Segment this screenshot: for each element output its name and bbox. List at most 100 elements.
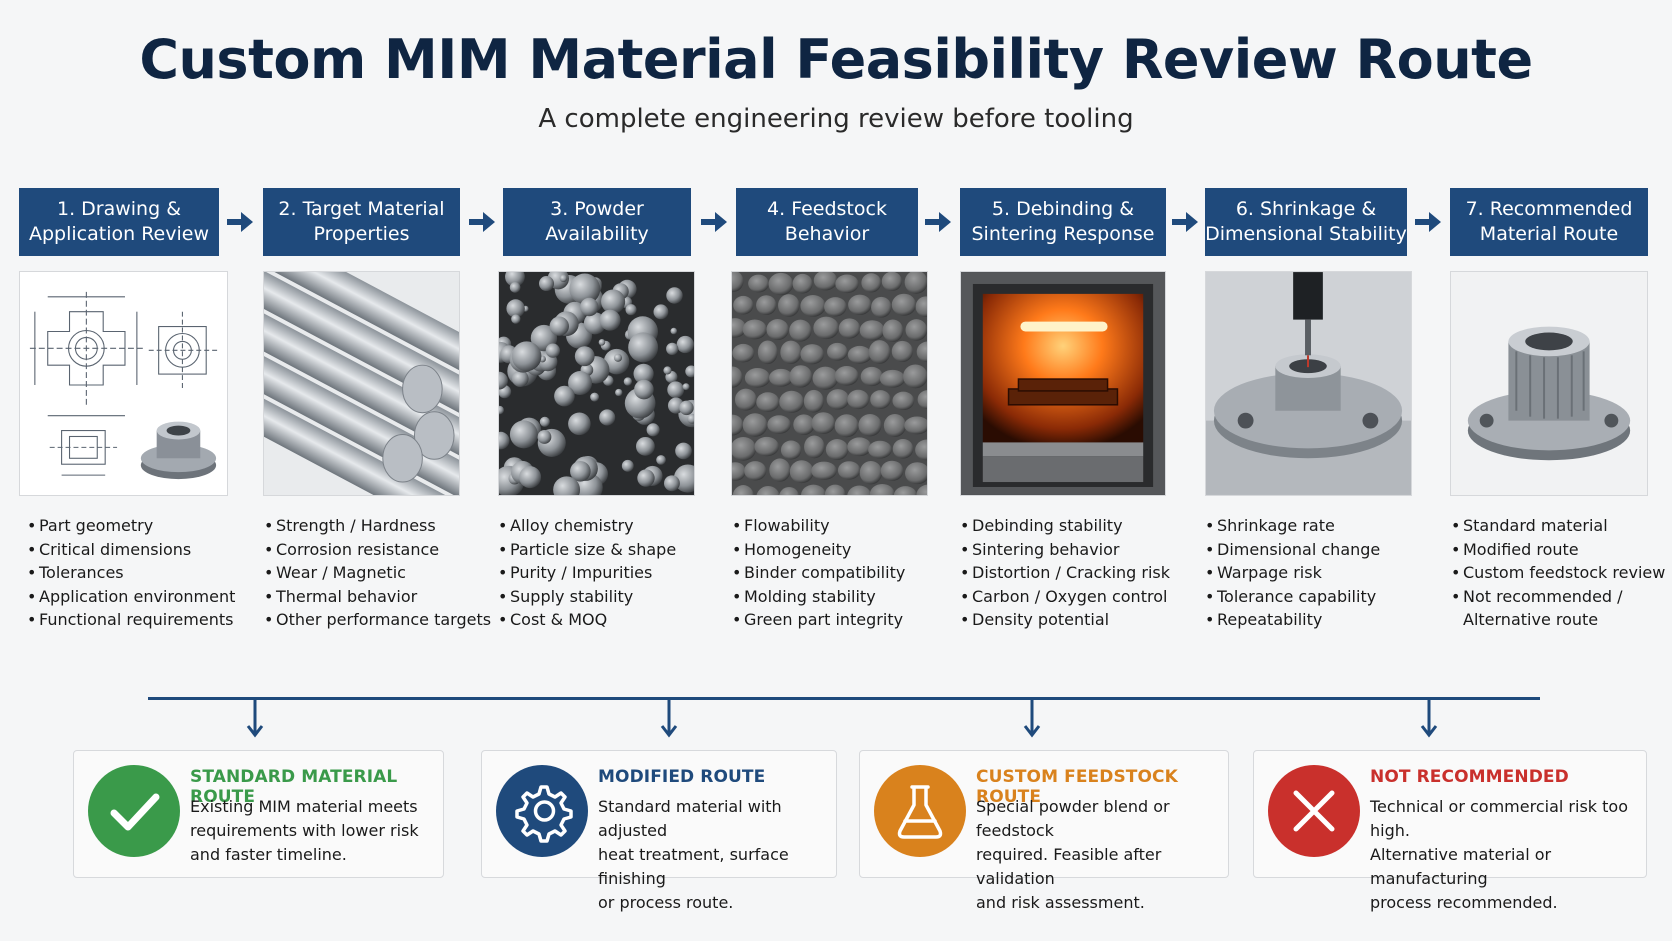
feedstock-pellet <box>732 272 744 293</box>
list-item: Corrosion resistance <box>264 538 491 562</box>
powder-particle <box>667 381 685 399</box>
list-item: Strength / Hardness <box>264 514 491 538</box>
powder-particle <box>653 304 669 320</box>
step-2-bullets: Strength / Hardness Corrosion resistance… <box>264 514 491 632</box>
feedstock-pellet <box>859 461 883 485</box>
powder-particle <box>511 314 521 324</box>
feedstock-pellet <box>837 461 861 480</box>
powder-particle <box>511 341 542 372</box>
feedstock-pellet <box>858 413 882 437</box>
feedstock-pellet <box>883 413 907 437</box>
feedstock-pellet <box>732 366 743 388</box>
powder-particle <box>519 466 542 489</box>
powder-particle <box>499 431 510 450</box>
finished-part-image <box>1450 271 1648 496</box>
arrow-down-icon <box>1023 699 1041 738</box>
step-5-bullets: Debinding stability Sintering behavior D… <box>960 514 1170 632</box>
feedstock-pellets-image <box>731 271 928 496</box>
list-item: Critical dimensions <box>27 538 235 562</box>
feedstock-pellet <box>892 391 915 411</box>
feedstock-pellet <box>905 319 927 341</box>
powder-particle <box>603 348 630 375</box>
route-description: Technical or commercial risk too high. A… <box>1370 797 1628 912</box>
list-item: Molding stability <box>732 585 905 609</box>
feedstock-pellet <box>903 364 927 389</box>
feedstock-pellet <box>756 392 780 412</box>
list-item: Debinding stability <box>960 514 1170 538</box>
feedstock-pellet <box>767 415 791 434</box>
step-6-header: 6. Shrinkage & Dimensional Stability <box>1205 188 1407 256</box>
step-6-bullets: Shrinkage rate Dimensional change Warpag… <box>1205 514 1380 632</box>
feedstock-pellet <box>860 366 883 387</box>
arrow-right-icon <box>925 212 951 232</box>
cross-icon <box>1268 765 1360 857</box>
feedstock-pellet <box>779 486 799 495</box>
list-item: Green part integrity <box>732 608 905 632</box>
powder-particle <box>590 392 600 402</box>
powder-particle <box>670 327 678 335</box>
feedstock-pellet <box>834 365 859 386</box>
feedstock-pellet <box>812 366 839 390</box>
feedstock-pellet <box>748 274 769 293</box>
step-1-header: 1. Drawing & Application Review <box>19 188 219 256</box>
powder-particle <box>625 304 637 316</box>
feedstock-pellet <box>880 460 904 481</box>
feedstock-pellet <box>915 296 927 317</box>
flange-part-render <box>140 421 217 480</box>
feedstock-pellet <box>768 272 794 296</box>
powder-particle <box>554 385 575 407</box>
technical-drawing-illustration <box>29 291 219 480</box>
feedstock-pellet <box>891 340 913 363</box>
list-item: Distortion / Cracking risk <box>960 561 1170 585</box>
feedstock-pellet <box>917 390 927 409</box>
feedstock-pellet <box>847 345 872 364</box>
feedstock-pellet <box>756 486 780 495</box>
feedstock-pellet <box>766 319 789 341</box>
list-item: Purity / Impurities <box>498 561 676 585</box>
feedstock-pellet <box>742 413 768 437</box>
powder-particle <box>623 377 633 386</box>
powder-particle <box>675 442 692 460</box>
feedstock-pellet <box>915 439 927 461</box>
powder-particle <box>549 316 569 336</box>
powder-particle <box>580 297 599 317</box>
arrow-right-icon <box>469 212 495 232</box>
powder-particle <box>621 459 634 472</box>
feedstock-pellet <box>868 440 892 459</box>
list-item: Application environment <box>27 585 235 609</box>
feedstock-pellet <box>861 273 882 293</box>
step-7-bullets: Standard material Modified route Custom … <box>1451 514 1665 632</box>
powder-particle <box>633 363 654 384</box>
check-icon <box>88 765 180 857</box>
flask-icon <box>874 765 966 857</box>
feedstock-pellet <box>916 484 927 495</box>
feedstock-pellet <box>871 296 892 318</box>
feedstock-pellet <box>893 486 917 495</box>
powder-particle <box>537 430 552 444</box>
powder-particle <box>553 476 581 495</box>
list-item: Carbon / Oxygen control <box>960 585 1170 609</box>
feedstock-pellet <box>838 318 861 339</box>
powder-particle <box>599 409 616 426</box>
furnace-illustration <box>961 272 1165 495</box>
feedstock-pellet <box>892 439 914 459</box>
step-3-bullets: Alloy chemistry Particle size & shape Pu… <box>498 514 676 632</box>
list-item: Cost & MOQ <box>498 608 676 632</box>
feedstock-pellet <box>769 458 791 482</box>
feedstock-pellet <box>754 436 780 457</box>
feedstock-pellet <box>847 485 872 495</box>
feedstock-pellet <box>834 414 859 438</box>
feedstock-pellet <box>847 389 870 410</box>
powder-image <box>498 271 695 496</box>
list-item: Tolerances <box>27 561 235 585</box>
feedstock-pellet <box>800 295 826 317</box>
feedstock-pellet <box>881 272 902 292</box>
feedstock-pellet <box>732 485 754 495</box>
powder-particle <box>628 332 659 363</box>
powder-particle <box>506 299 525 318</box>
route-title: STANDARD MATERIAL ROUTE <box>190 767 398 807</box>
feedstock-pellet <box>916 341 927 363</box>
feedstock-pellet <box>803 389 824 413</box>
powder-particle <box>646 423 660 437</box>
feedstock-pellet <box>847 437 872 457</box>
